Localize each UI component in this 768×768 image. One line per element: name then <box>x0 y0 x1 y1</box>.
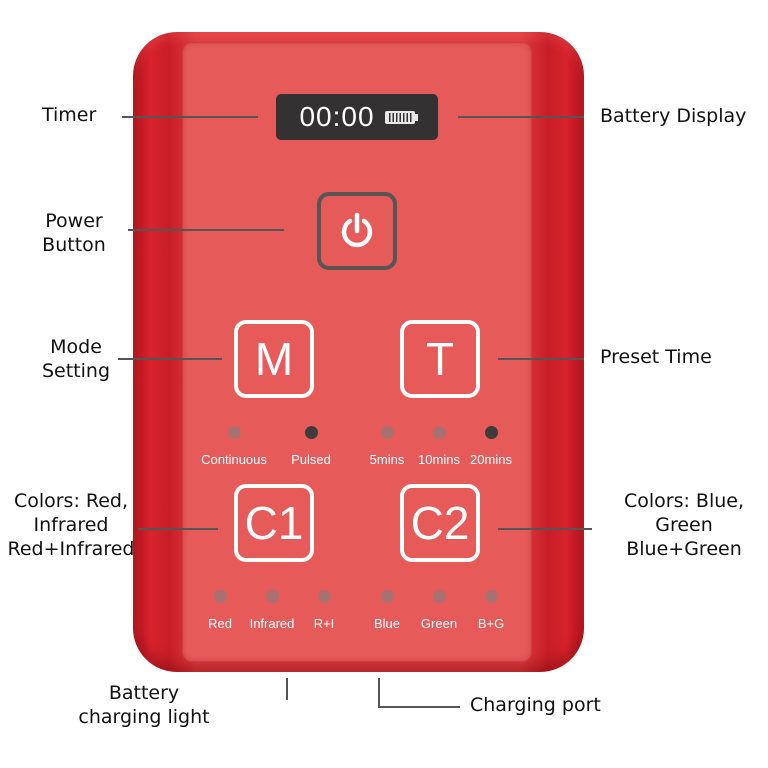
c1-red-infrared-label: R+I <box>313 616 335 631</box>
power-button-callout-line2: Button <box>42 233 106 256</box>
charging-port-leader-line-vertical <box>378 678 380 706</box>
c2-blue-led <box>381 590 394 603</box>
battery-charging-light-callout-line1: Battery <box>108 682 180 704</box>
mode-button[interactable]: M <box>234 320 314 398</box>
battery-display-callout: Battery Display <box>600 105 747 127</box>
c1-infrared-led <box>266 590 279 603</box>
battery-charging-light-callout-line2: charging light <box>78 705 210 728</box>
time-10mins-led <box>433 426 446 439</box>
c1-leader-line <box>138 528 218 530</box>
battery-display-leader-line <box>458 116 584 118</box>
c2-green-led <box>433 590 446 603</box>
mode-pulsed-led <box>305 426 318 439</box>
preset-time-callout: Preset Time <box>600 346 712 368</box>
c2-colors-callout: Colors: Blue, Green Blue+Green <box>616 490 752 561</box>
c1-infrared-label: Infrared <box>249 616 295 631</box>
time-10mins-label: 10mins <box>418 452 460 467</box>
timer-readout: 00:00 <box>299 101 375 132</box>
c2-colors-callout-line3: Blue+Green <box>626 537 742 560</box>
mode-leader-line <box>118 358 222 360</box>
c1-colors-callout-line3: Red+Infrared <box>7 537 135 560</box>
battery-light-leader-line <box>286 678 288 700</box>
c2-blue-label: Blue <box>373 616 401 631</box>
timer-leader-line <box>122 116 258 118</box>
c1-red-led <box>214 590 227 603</box>
mode-setting-callout-line1: Mode <box>50 336 102 358</box>
battery-icon <box>384 110 418 124</box>
power-leader-line <box>128 229 284 231</box>
c2-blue-green-led <box>485 590 498 603</box>
mode-pulsed-label: Pulsed <box>291 452 331 467</box>
power-icon <box>341 212 373 248</box>
power-button[interactable] <box>317 192 397 270</box>
battery-charging-light-callout: Battery charging light <box>64 682 224 730</box>
c2-colors-callout-line2: Green <box>655 513 713 536</box>
charging-port-leader-line-horizontal <box>378 706 460 708</box>
timer-display: 00:00 <box>276 94 438 140</box>
color1-button[interactable]: C1 <box>234 484 314 562</box>
mode-continuous-label: Continuous <box>201 452 267 467</box>
time-20mins-led <box>485 426 498 439</box>
c1-colors-callout-line1: Colors: Red, <box>13 490 129 512</box>
power-button-callout: Power Button <box>36 210 112 258</box>
c1-colors-callout-line2: Infrared <box>33 513 109 536</box>
mode-continuous-led <box>228 426 241 439</box>
charging-port-callout: Charging port <box>470 694 601 716</box>
preset-time-leader-line <box>498 358 584 360</box>
time-button[interactable]: T <box>400 320 480 398</box>
timer-callout: Timer <box>42 104 97 126</box>
c2-colors-callout-line1: Colors: Blue, <box>623 490 745 512</box>
color2-button[interactable]: C2 <box>400 484 480 562</box>
c1-red-infrared-led <box>318 590 331 603</box>
mode-setting-callout: Mode Setting <box>36 336 116 384</box>
time-20mins-label: 20mins <box>470 452 512 467</box>
power-button-callout-line1: Power <box>45 210 103 232</box>
c2-leader-line <box>498 528 592 530</box>
time-5mins-led <box>381 426 394 439</box>
time-5mins-label: 5mins <box>369 452 405 467</box>
c2-green-label: Green <box>420 616 458 631</box>
c1-colors-callout: Colors: Red, Infrared Red+Infrared <box>6 490 136 561</box>
c1-red-label: Red <box>208 616 232 631</box>
c2-blue-green-label: B+G <box>477 616 505 631</box>
mode-setting-callout-line2: Setting <box>41 359 111 382</box>
